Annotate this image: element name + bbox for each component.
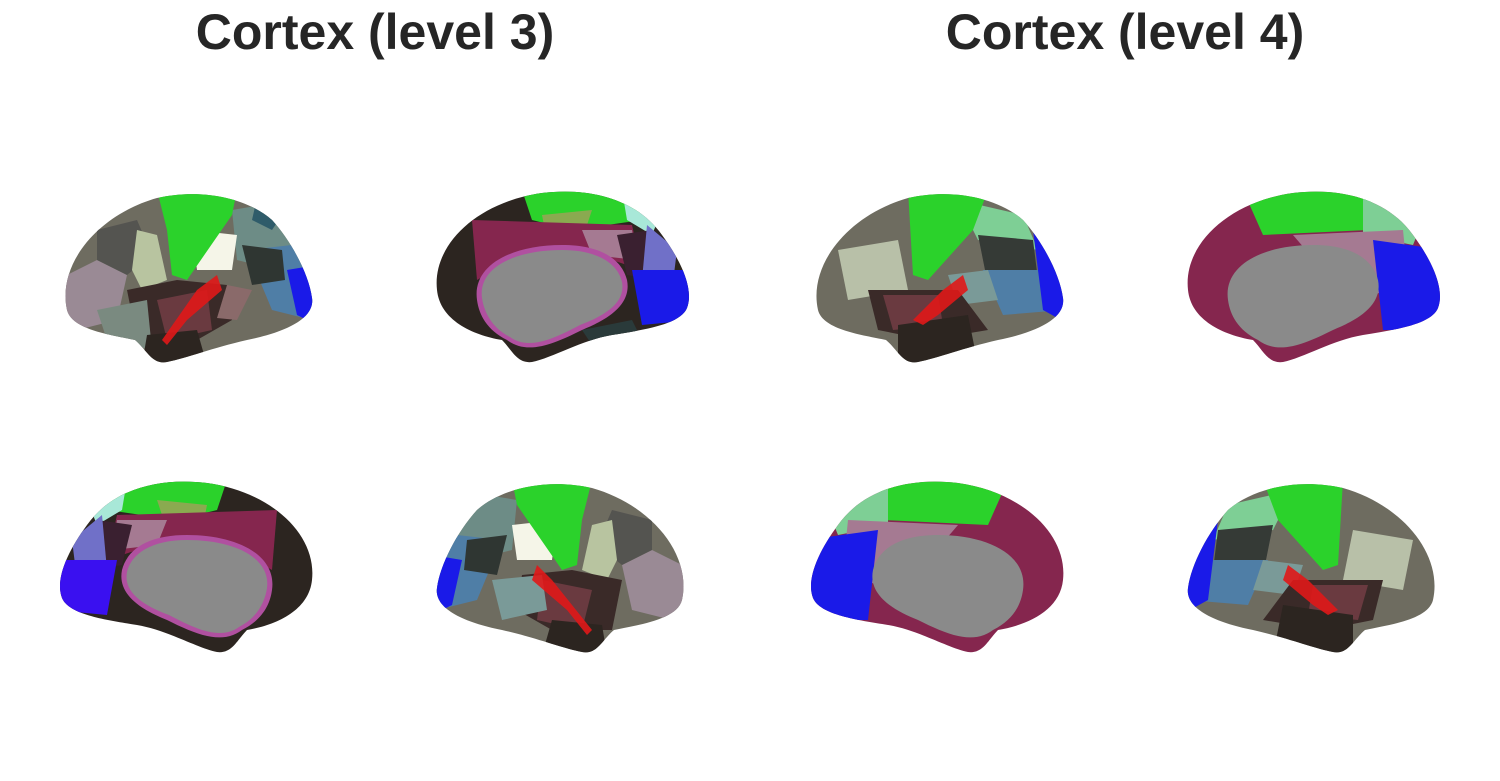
brain-medial-right-level-3 <box>59 481 313 653</box>
brain-medial-left-level-4 <box>1187 191 1441 363</box>
auditory-region-right <box>1283 565 1338 615</box>
brain-lateral-right-level-3 <box>436 484 684 653</box>
medial-wall <box>481 250 623 344</box>
auditory-region-right <box>532 565 592 635</box>
brain-medial-left-level-3 <box>436 191 690 363</box>
brain-lateral-right-level-4 <box>1187 484 1435 653</box>
medial-wall <box>872 535 1024 638</box>
panel-title-level-3: Cortex (level 3) <box>195 4 555 60</box>
medial-wall <box>1227 245 1379 348</box>
auditory-region-left <box>162 275 222 345</box>
brain-lateral-left-level-4 <box>816 194 1064 363</box>
brain-lateral-left-level-3 <box>65 194 313 363</box>
panel-title-level-4: Cortex (level 4) <box>945 4 1305 60</box>
auditory-region-left <box>913 275 968 325</box>
brain-medial-right-level-4 <box>810 481 1064 653</box>
medial-wall <box>126 540 268 634</box>
